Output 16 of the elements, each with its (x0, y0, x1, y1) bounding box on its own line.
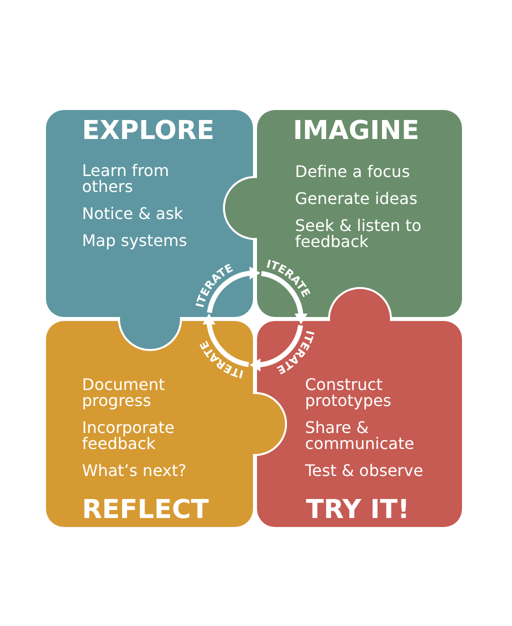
activity-text: Construct prototypes (305, 377, 392, 409)
activity-text: Learn from others (82, 163, 170, 195)
activity-text: Define a focus (295, 164, 411, 180)
stage-heading: EXPLORE (82, 117, 214, 145)
activity-text: Test & observe (305, 463, 424, 479)
activity-text: Document progress (82, 377, 166, 409)
activity-text: Generate ideas (295, 191, 418, 207)
activity-text: Incorporate feedback (82, 420, 176, 452)
stage-heading: IMAGINE (293, 117, 420, 145)
activity-text: Map systems (82, 233, 188, 249)
activity-text: Share & communicate (305, 420, 416, 452)
activity-text: What’s next? (82, 463, 188, 479)
stage-heading: TRY IT! (306, 496, 410, 524)
activity-text: Notice & ask (82, 206, 184, 222)
activity-text: Seek & listen to feedback (295, 218, 422, 250)
stage-heading: REFLECT (82, 496, 209, 524)
